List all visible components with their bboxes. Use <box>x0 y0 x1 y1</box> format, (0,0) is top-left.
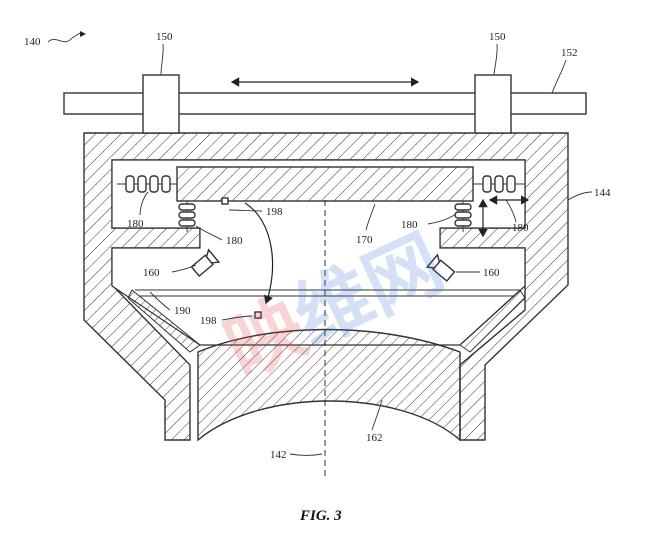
label-160-left: 160 <box>143 267 160 279</box>
label-180-right-right: 180 <box>512 222 529 234</box>
spring-left-lower <box>178 201 196 232</box>
label-144: 144 <box>594 187 611 199</box>
label-142: 142 <box>270 449 287 461</box>
spring-right-right <box>473 175 525 193</box>
label-180-right-left: 180 <box>401 219 418 231</box>
label-152: 152 <box>561 47 578 59</box>
seal-right <box>459 289 526 353</box>
marker-top <box>221 197 229 205</box>
leader-lines <box>47 31 593 456</box>
label-162: 162 <box>366 432 383 444</box>
camera-right <box>425 253 456 283</box>
figure-caption: FIG. 3 <box>299 508 342 524</box>
label-198-top: 198 <box>266 206 283 218</box>
slider-left <box>142 74 180 134</box>
label-150-right: 150 <box>489 31 506 43</box>
label-190: 190 <box>174 305 191 317</box>
label-150-left: 150 <box>156 31 173 43</box>
rail <box>63 92 587 115</box>
label-180-top-left: 180 <box>127 218 144 230</box>
label-198-lower: 198 <box>200 315 217 327</box>
label-140: 140 <box>24 36 41 48</box>
seal-left <box>127 289 201 353</box>
marker-lower <box>254 311 262 319</box>
label-170: 170 <box>356 234 373 246</box>
marker-path-arrow <box>244 202 274 305</box>
spring-right-left <box>454 201 472 232</box>
camera-left <box>190 248 221 278</box>
plate <box>176 166 474 202</box>
spring-top-left <box>117 175 177 193</box>
lens <box>197 328 461 442</box>
label-160-right: 160 <box>483 267 500 279</box>
slider-right <box>474 74 512 134</box>
label-180-left-lower: 180 <box>226 235 243 247</box>
